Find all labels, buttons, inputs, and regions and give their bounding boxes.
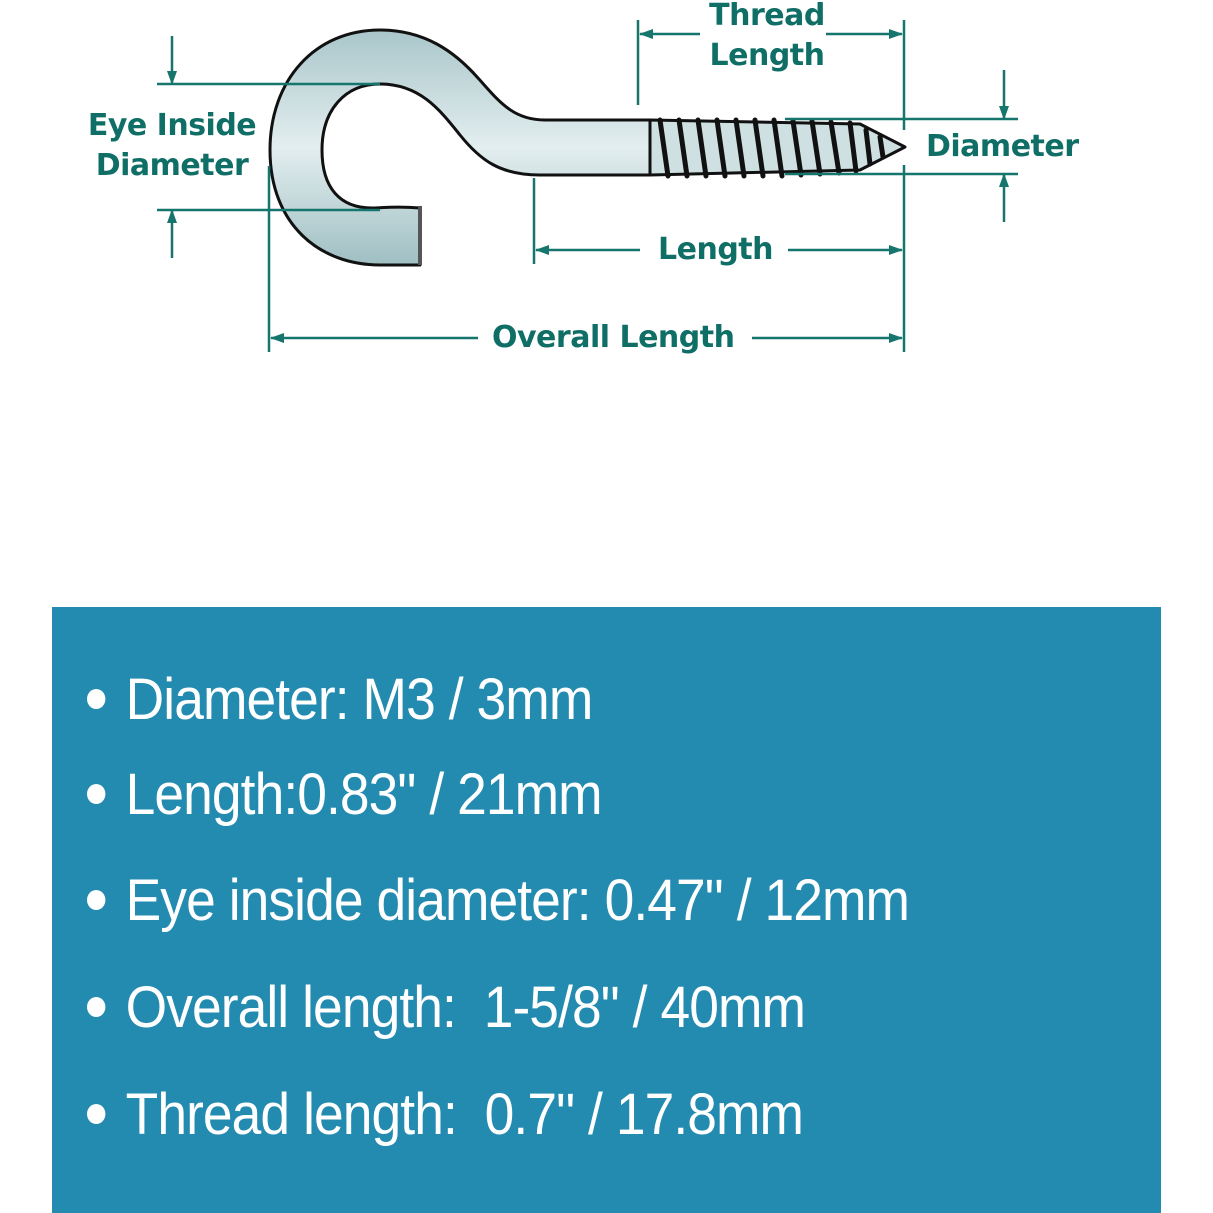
eye-inside-label-line2: Diameter: [95, 148, 249, 183]
spec-text: Overall length: 1-5/8" / 40mm: [125, 974, 806, 1040]
spec-item-thread-length: Thread length: 0.7" / 17.8mm: [87, 1079, 804, 1149]
spec-item-diameter: Diameter: M3 / 3mm: [87, 664, 594, 734]
eye-inside-diameter-label: Eye Inside Diameter: [84, 106, 260, 186]
spec-text: Diameter: M3 / 3mm: [125, 666, 594, 732]
spec-item-length: Length:0.83" / 21mm: [87, 759, 603, 829]
hook-body: [268, 28, 652, 267]
screw-hook-diagram: Eye Inside Diameter Thread Length Diamet…: [0, 0, 1213, 380]
specifications-panel: Diameter: M3 / 3mm Length:0.83" / 21mm E…: [52, 607, 1161, 1213]
eye-inside-label-line1: Eye Inside: [87, 108, 257, 143]
bullet-icon: [87, 689, 106, 709]
length-label: Length: [658, 230, 774, 270]
bullet-icon: [87, 890, 106, 910]
screw-thread: [648, 117, 907, 179]
diameter-label: Diameter: [926, 127, 1079, 167]
overall-length-label: Overall Length: [492, 318, 735, 358]
bullet-icon: [87, 997, 106, 1017]
spec-text: Thread length: 0.7" / 17.8mm: [125, 1081, 804, 1147]
hook-illustration: [157, 20, 1018, 352]
bullet-icon: [87, 784, 106, 804]
dimension-lines: [157, 20, 1018, 352]
bullet-icon: [87, 1104, 106, 1124]
spec-item-overall-length: Overall length: 1-5/8" / 40mm: [87, 972, 806, 1042]
spec-text: Eye inside diameter: 0.47" / 12mm: [125, 867, 910, 933]
thread-length-label: Thread Length: [704, 0, 830, 76]
spec-text: Length:0.83" / 21mm: [125, 761, 603, 827]
thread-length-label-line2: Length: [709, 38, 826, 73]
spec-item-eye-inside-diameter: Eye inside diameter: 0.47" / 12mm: [87, 865, 910, 935]
thread-length-label-line1: Thread: [709, 0, 825, 33]
